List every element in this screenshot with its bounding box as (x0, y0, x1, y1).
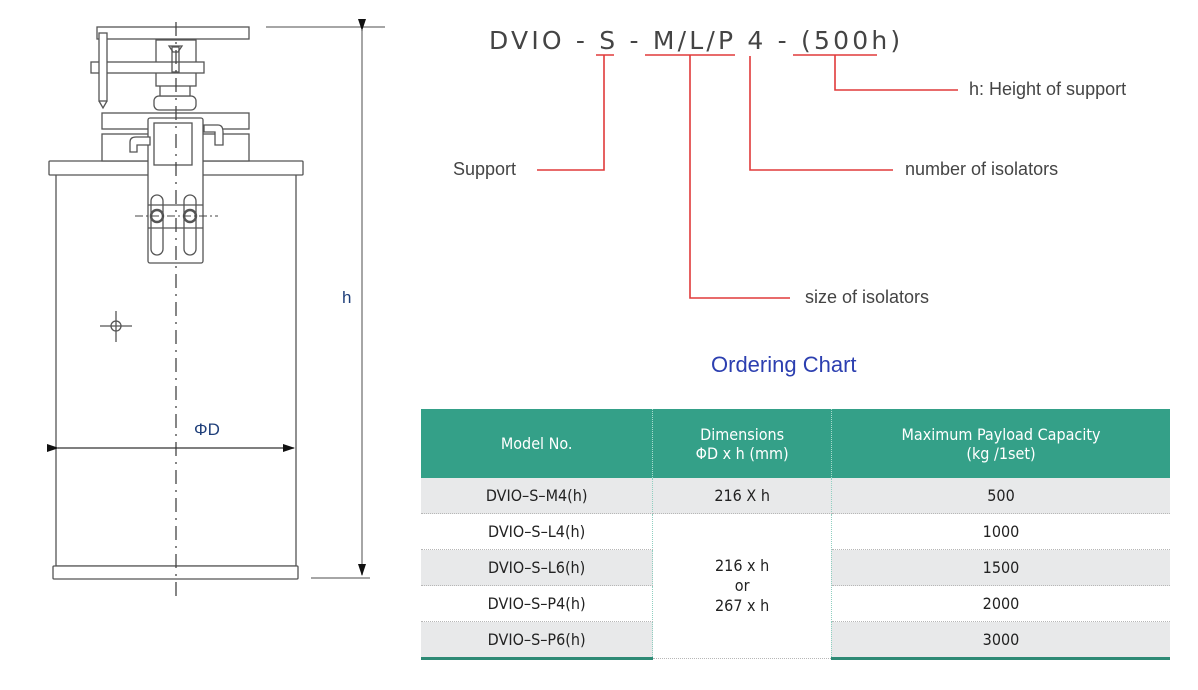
isolator-technical-drawing (47, 19, 385, 600)
height-label: h (342, 288, 352, 307)
callout-size: size of isolators (805, 287, 930, 307)
cell-dimensions: 216 X h (652, 478, 832, 514)
cell-payload: 3000 (831, 621, 1170, 660)
callout-support: Support (453, 159, 517, 179)
leader-number (749, 56, 893, 171)
cell-model: DVIO–S–P4(h) (421, 585, 654, 622)
table-row: DVIO–S–P4(h) 2000 (421, 585, 1170, 622)
cell-model: DVIO–S–L4(h) (421, 513, 654, 550)
cell-payload: 1500 (831, 549, 1170, 586)
table-row: DVIO–S–M4(h) 216 X h 500 (421, 478, 1170, 514)
leader-size (689, 55, 790, 299)
table-row: DVIO–S–L6(h) 1500 (421, 549, 1170, 586)
top-plate (96, 26, 250, 40)
model-code: DVIO - S - M/L/P 4 - (500h) (489, 26, 904, 55)
cell-model: DVIO–S–L6(h) (421, 549, 654, 586)
ordering-chart-title: Ordering Chart (711, 352, 857, 377)
leader-height (834, 55, 958, 91)
diameter-label: ΦD (194, 420, 220, 439)
cell-payload: 1000 (831, 513, 1170, 550)
header-model-no: Model No. (421, 409, 654, 478)
callout-height: h: Height of support (969, 79, 1127, 99)
cell-payload: 2000 (831, 585, 1170, 622)
cell-payload: 500 (831, 478, 1170, 514)
leader-support (537, 55, 605, 171)
table-row: DVIO–S–P6(h) 3000 (421, 621, 1170, 660)
header-payload: Maximum Payload Capacity(kg /1set) (831, 409, 1170, 478)
cell-model: DVIO–S–P6(h) (421, 621, 654, 660)
cell-model: DVIO–S–M4(h) (421, 478, 654, 514)
code-callout-lines (537, 54, 958, 299)
callout-number: number of isolators (905, 159, 1059, 179)
